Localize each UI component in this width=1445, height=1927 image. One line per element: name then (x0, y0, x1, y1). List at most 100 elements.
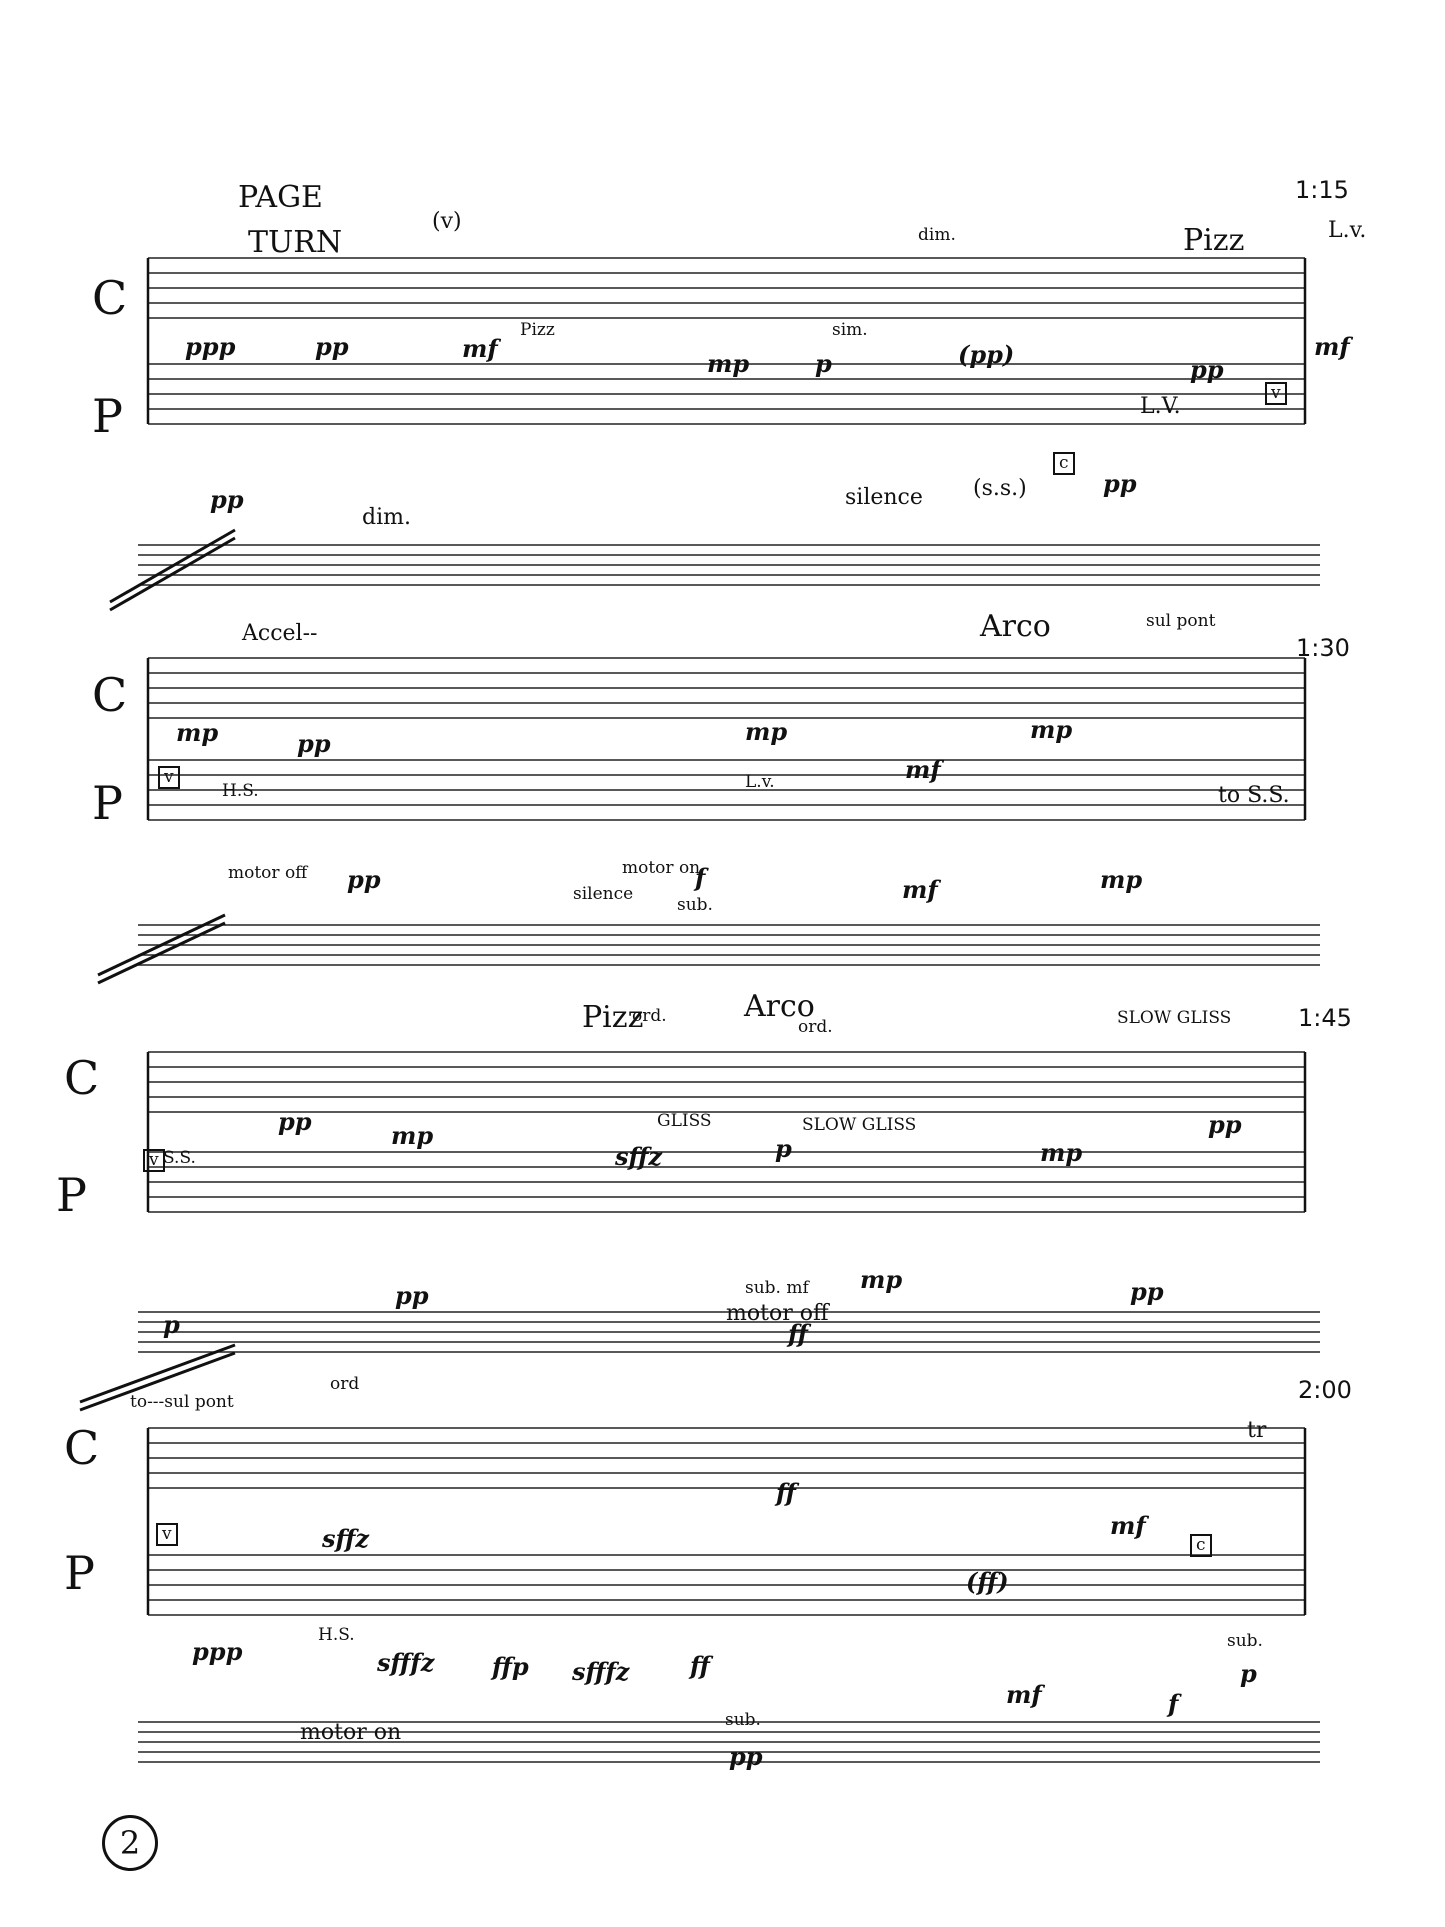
dynamic: mp (391, 1121, 434, 1150)
dynamic: pp (729, 1742, 763, 1771)
to-ss-text: to S.S. (1218, 783, 1290, 808)
page-turn-text: TURN (248, 225, 343, 260)
dynamic: mp (745, 717, 788, 746)
instrument-label-p: P (92, 389, 123, 443)
dynamic: ff (788, 1319, 808, 1348)
ord-text: ord (330, 1374, 360, 1394)
pizz-text: Pizz (520, 320, 555, 340)
dynamic: pp (1103, 469, 1137, 498)
dynamic: mp (860, 1265, 903, 1294)
instrument-label-c: C (92, 668, 128, 722)
dynamic: (ff) (966, 1567, 1009, 1596)
v-box: v (156, 1523, 178, 1546)
dynamic: sfffz (377, 1648, 435, 1677)
dynamic: p (775, 1134, 792, 1163)
dynamic: pp (347, 865, 381, 894)
dynamic: mf (1314, 332, 1350, 361)
time-mark: 2:00 (1298, 1376, 1352, 1404)
c-box: c (1190, 1534, 1212, 1557)
instrument-label-p: P (56, 1168, 87, 1222)
dynamic: mf (1006, 1680, 1042, 1709)
page-turn-text: PAGE (238, 180, 323, 215)
pizz-text: Pizz (1183, 223, 1245, 258)
hs-text: H.S. (222, 781, 259, 801)
ss-text: S.S. (163, 1148, 196, 1168)
dynamic: mp (1030, 715, 1073, 744)
accel-text: Accel-- (242, 621, 318, 646)
arco-text: Arco (744, 989, 815, 1024)
pizz-text: Pizz (582, 1000, 644, 1035)
dynamic: pp (278, 1107, 312, 1136)
lv-text: L.v. (1328, 218, 1367, 243)
silence-text: silence (845, 485, 923, 510)
dynamic: pp (1208, 1110, 1242, 1139)
instrument-label-c: C (92, 271, 128, 325)
sim-text: sim. (832, 320, 868, 340)
dynamic: sfffz (572, 1657, 630, 1686)
dynamic: mf (462, 334, 498, 363)
time-mark: 1:45 (1298, 1004, 1352, 1032)
dynamic: f (695, 863, 706, 892)
dim-text: dim. (362, 505, 411, 530)
motor-on-text: motor on (300, 1720, 402, 1745)
dynamic: ffp (492, 1652, 529, 1681)
instrument-label-p: P (92, 776, 123, 830)
to-sul-pont-text: to---sul pont (130, 1392, 234, 1412)
page-number: 2 (119, 1824, 141, 1862)
instrument-label-p: P (64, 1546, 95, 1600)
hs-text: H.S. (318, 1625, 355, 1645)
dynamic: p (1240, 1659, 1257, 1688)
v-box: v (158, 766, 180, 789)
motor-off-text: motor off (726, 1301, 829, 1326)
lv-text: L.v. (745, 772, 775, 792)
silence-text: silence (573, 884, 634, 904)
dynamic: mf (1110, 1511, 1146, 1540)
time-mark: 1:15 (1295, 176, 1349, 204)
dynamic: p (163, 1310, 180, 1339)
c-box: c (1053, 452, 1075, 475)
time-mark: 1:30 (1296, 634, 1350, 662)
bow-mark: (v) (432, 209, 462, 234)
instrument-label-c: C (64, 1421, 100, 1475)
dynamic: (pp) (958, 340, 1015, 369)
dynamic: mp (176, 718, 219, 747)
sub-text: sub. (677, 895, 713, 915)
dynamic: mp (707, 349, 750, 378)
ss-text: (s.s.) (973, 476, 1027, 501)
dynamic: mp (1040, 1138, 1083, 1167)
lv-text: L.V. (1140, 394, 1181, 419)
dynamic: mp (1100, 865, 1143, 894)
dynamic: sffz (322, 1524, 369, 1553)
sub-text: sub. (725, 1710, 761, 1730)
dynamic: pp (395, 1281, 429, 1310)
dynamic: pp (1190, 355, 1224, 384)
dynamic: mf (902, 875, 938, 904)
arco-text: Arco (980, 609, 1051, 644)
sub-mf-text: sub. mf (745, 1278, 809, 1298)
dynamic: pp (297, 729, 331, 758)
sub-text: sub. (1227, 1631, 1263, 1651)
sul-pont-text: sul pont (1146, 611, 1216, 631)
trill-text: tr (1247, 1418, 1267, 1443)
dynamic: ff (776, 1478, 796, 1507)
v-box: v (1265, 382, 1287, 405)
dynamic: ppp (192, 1637, 243, 1666)
dynamic: ff (690, 1651, 710, 1680)
dynamic: pp (1130, 1277, 1164, 1306)
ord-text: ord. (798, 1017, 833, 1037)
dynamic: f (1168, 1689, 1179, 1718)
v-box: v (143, 1149, 165, 1172)
slow-gliss-text: SLOW GLISS (802, 1115, 917, 1135)
motor-on-text: motor on (622, 858, 701, 878)
motor-off-text: motor off (228, 863, 308, 883)
instrument-label-c: C (64, 1051, 100, 1105)
dynamic: ppp (185, 332, 236, 361)
dynamic: sffz (615, 1142, 662, 1171)
page-number-circle: 2 (102, 1815, 158, 1871)
dynamic: p (815, 349, 832, 378)
dynamic: pp (210, 485, 244, 514)
dynamic: mf (905, 755, 941, 784)
gliss-text: GLISS (657, 1111, 712, 1131)
